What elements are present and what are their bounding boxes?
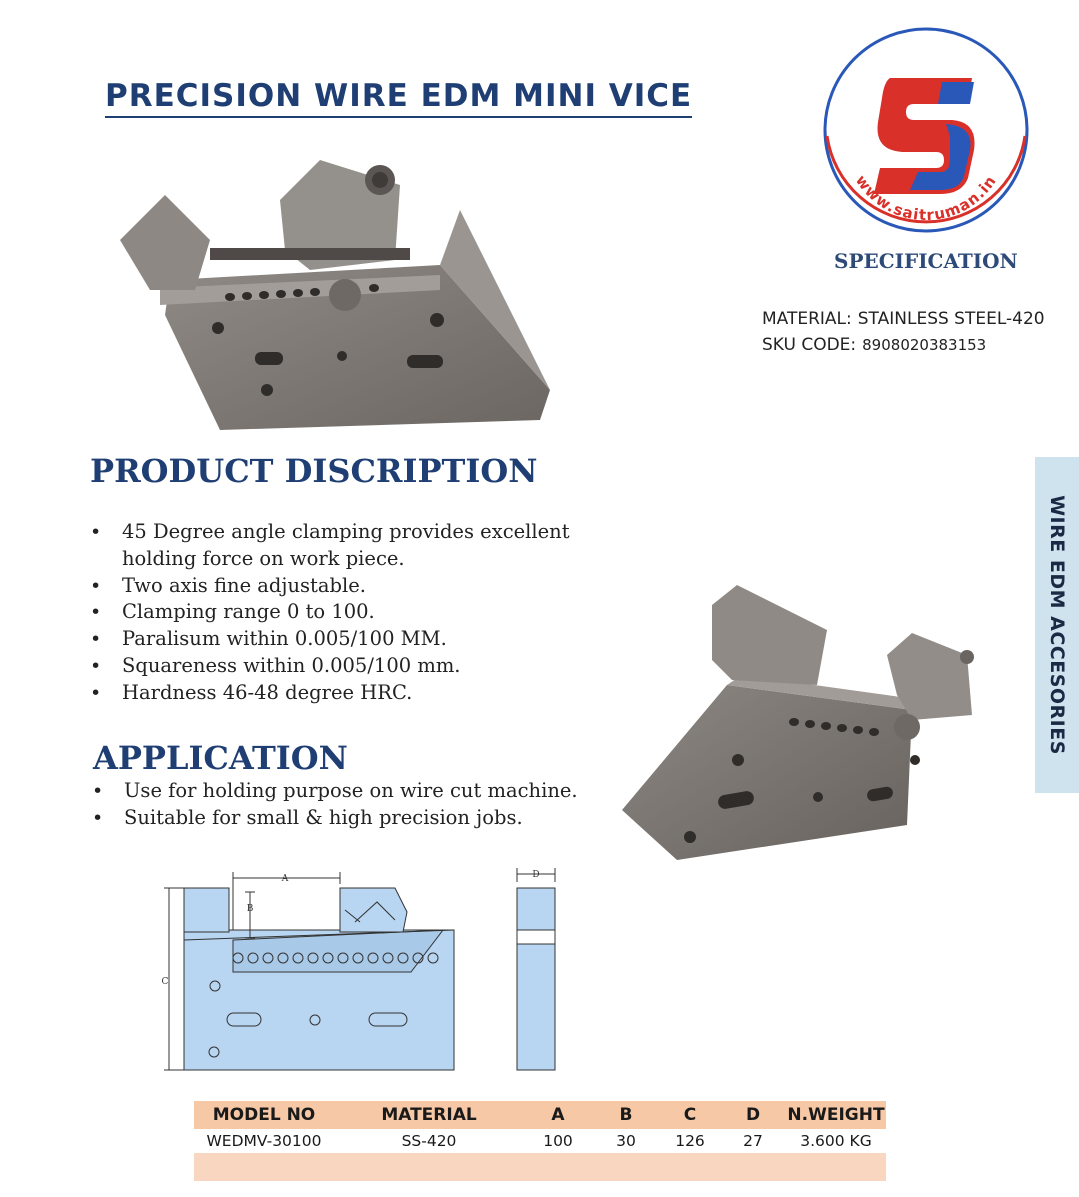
dim-d-label: D xyxy=(532,870,539,880)
table-row-empty xyxy=(194,1153,886,1181)
product-description-list: 45 Degree angle clamping provides excell… xyxy=(90,519,650,707)
cell-weight: 3.600 KG xyxy=(786,1129,886,1153)
cell-c: 126 xyxy=(660,1129,720,1153)
product-description-heading: PRODUCT DISCRIPTION xyxy=(90,452,538,490)
table-row: WEDMV-30100 SS-420 100 30 126 27 3.600 K… xyxy=(194,1129,886,1153)
col-header-d: D xyxy=(720,1101,786,1129)
list-item: Hardness 46-48 degree HRC. xyxy=(90,680,650,707)
application-list: Use for holding purpose on wire cut mach… xyxy=(92,778,652,832)
col-header-weight: N.WEIGHT xyxy=(786,1101,886,1129)
list-item: Paralisum within 0.005/100 MM. xyxy=(90,626,650,653)
table-header-row: MODEL NO MATERIAL A B C D N.WEIGHT xyxy=(194,1101,886,1129)
application-heading: APPLICATION xyxy=(93,739,348,777)
list-item: Clamping range 0 to 100. xyxy=(90,599,650,626)
col-header-b: B xyxy=(592,1101,660,1129)
product-photo-front xyxy=(120,160,550,430)
cell-material: SS-420 xyxy=(334,1129,524,1153)
dim-c-label: C xyxy=(162,977,169,987)
specification-heading: SPECIFICATION xyxy=(834,249,1018,273)
category-side-tab: WIRE EDM ACCESORIES xyxy=(1035,457,1079,793)
page-title: PRECISION WIRE EDM MINI VICE xyxy=(105,78,693,118)
list-item: Suitable for small & high precision jobs… xyxy=(92,805,652,832)
material-spec: MATERIAL:STAINLESS STEEL-420 xyxy=(762,309,1045,329)
dimension-drawing: A B C D xyxy=(162,868,556,1071)
dim-b-label: B xyxy=(247,904,254,914)
list-item: 45 Degree angle clamping provides excell… xyxy=(90,519,650,573)
empty-cell xyxy=(194,1153,886,1181)
material-value: STAINLESS STEEL-420 xyxy=(857,309,1045,329)
material-label: MATERIAL: xyxy=(762,309,852,329)
sku-spec: SKU CODE: 8908020383153 xyxy=(762,335,986,355)
col-header-c: C xyxy=(660,1101,720,1129)
col-header-material: MATERIAL xyxy=(334,1101,524,1129)
sku-value: 8908020383153 xyxy=(862,336,987,354)
cell-a: 100 xyxy=(524,1129,592,1153)
product-photo-angled xyxy=(622,585,974,860)
cell-d: 27 xyxy=(720,1129,786,1153)
saitruman-logo: www.saitruman.in xyxy=(823,27,1029,233)
list-item: Use for holding purpose on wire cut mach… xyxy=(92,778,652,805)
category-side-tab-label: WIRE EDM ACCESORIES xyxy=(1046,495,1068,755)
cell-model: WEDMV-30100 xyxy=(194,1129,334,1153)
list-item: Two axis fine adjustable. xyxy=(90,573,650,600)
dim-a-label: A xyxy=(281,874,289,884)
sku-label: SKU CODE: xyxy=(762,335,857,355)
col-header-a: A xyxy=(524,1101,592,1129)
model-spec-table: MODEL NO MATERIAL A B C D N.WEIGHT WEDMV… xyxy=(194,1101,886,1181)
cell-b: 30 xyxy=(592,1129,660,1153)
col-header-model: MODEL NO xyxy=(194,1101,334,1129)
list-item: Squareness within 0.005/100 mm. xyxy=(90,653,650,680)
